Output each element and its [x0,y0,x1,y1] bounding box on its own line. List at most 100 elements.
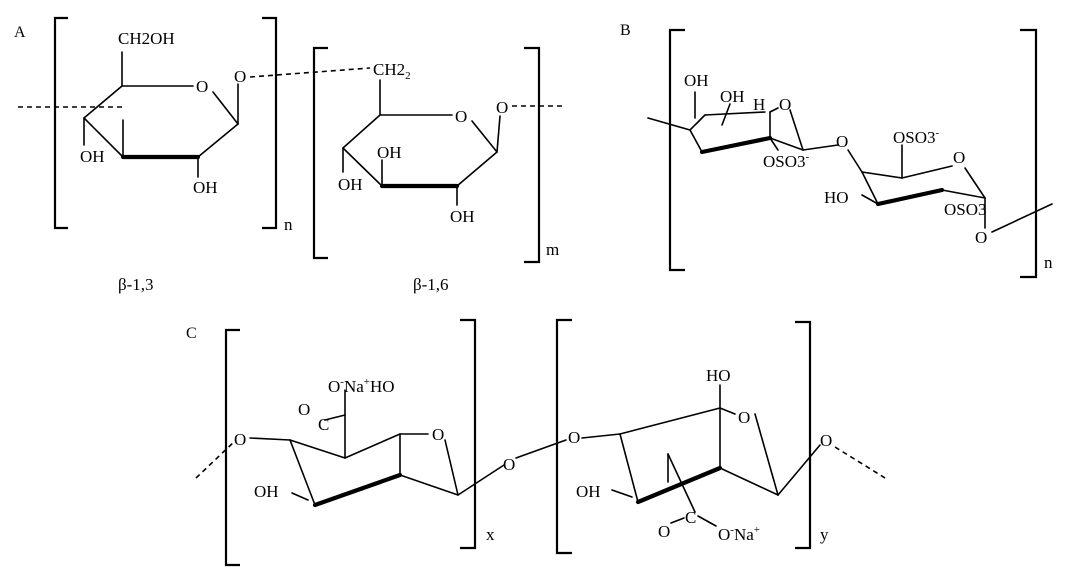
panel-c-label: C [186,325,197,342]
bond-bold [635,465,723,505]
bracket-b-left [668,28,685,272]
uronate-ring-1: O O C O O-Na+HO OH [195,376,505,508]
bond [901,165,953,179]
oh-bottom: OH [193,178,218,197]
bond [769,137,804,151]
link-oxygen: O [234,67,246,86]
ring-oxygen: O [738,408,750,427]
bracket-c2-left [555,318,572,555]
oso3-3: OSO3 [944,200,987,219]
bond [719,407,736,415]
ho-label: HO [824,188,849,207]
bond [342,114,381,149]
bond [964,167,986,199]
panel-b: B n OH OH H O OSO3- O [620,22,1053,279]
bond [769,107,779,113]
bond [344,433,401,459]
oso3-1: OSO3- [763,151,810,171]
glycosidic-bond-1-6 [249,67,371,78]
bond [289,439,346,459]
oh-label: OH [576,482,601,501]
bond [861,194,879,205]
bond [861,171,879,205]
panel-c: C x y O O C O O-Na+HO [186,318,886,567]
oso3-2: OSO3- [893,127,940,147]
bond [342,147,383,187]
bond [444,439,459,496]
glucose-ring-2: CH22 O O OH OH OH [338,60,565,226]
panel-a-label: A [14,24,26,41]
ring-oxygen: O [196,77,208,96]
bond [83,85,123,119]
bond [667,453,696,513]
left-oxygen: O [234,430,246,449]
ho-top: HO [706,366,731,385]
panel-b-label: B [620,22,631,39]
bond [789,109,804,151]
oh-left: OH [80,147,105,166]
bond [861,171,903,179]
bond [777,444,821,496]
h-label: H [753,95,765,114]
bond-bold [699,135,773,155]
bond [689,114,706,131]
bond [769,137,779,151]
carboxylate-na: O-Na+ [718,524,760,544]
ch2oh-label: CH2OH [118,29,175,48]
oh-label: OH [254,482,279,501]
subscript-m-a: m [546,240,559,259]
ring-oxygen: O [779,95,791,114]
bond [697,515,717,527]
bond [847,149,863,173]
link-oxygen-c1: O [503,455,515,474]
galactose-ring-2: OSO3- O HO OSO3 O [824,127,1053,247]
bond [496,115,501,153]
bracket-a2-left [312,46,328,260]
bond [991,203,1053,233]
bond [670,517,685,524]
carboxyl-carbon: C [318,415,329,434]
bond-bold [312,472,403,508]
subscript-x: x [486,525,495,544]
ring-oxygen: O [953,148,965,167]
bond [212,91,239,125]
bond [689,129,703,153]
carboxyl-oxygen: O [298,400,310,419]
caption-beta-1-3: β-1,3 [118,275,154,294]
panel-a: A n CH2OH O O OH OH m [14,16,565,294]
bracket-a1-left [53,16,68,230]
oh-left: OH [338,175,363,194]
bond [471,120,498,153]
bond [457,464,505,496]
bond [802,144,839,151]
bond [619,407,721,435]
bracket-b-right [1020,28,1038,279]
carboxyl-oxygen: O [658,522,670,541]
bond [291,492,309,501]
bond [647,117,691,131]
galactose-ring-1: OH OH H O OSO3- [647,71,839,171]
bond [515,439,567,459]
bond [456,151,498,187]
bond [581,433,621,439]
subscript-n-a: n [284,215,293,234]
oh-top: OH [684,71,709,90]
link-oxygen: O [496,98,508,117]
bond [704,111,766,116]
bond [619,433,639,503]
carboxylate-ho: O-Na+HO [328,376,395,396]
bracket-c2-right [795,320,812,550]
bond [941,189,986,199]
oh-bottom: OH [450,207,475,226]
bond [83,117,124,158]
right-oxygen: O [820,431,832,450]
oh-inner: OH [720,87,745,106]
bond [324,414,346,421]
link-oxygen-c2: O [568,428,580,447]
ring-oxygen: O [455,107,467,126]
link-oxygen-b: O [836,132,848,151]
bracket-a1-right [262,16,278,230]
carboxyl-carbon: C [685,508,696,527]
bond-dashed [834,446,886,479]
